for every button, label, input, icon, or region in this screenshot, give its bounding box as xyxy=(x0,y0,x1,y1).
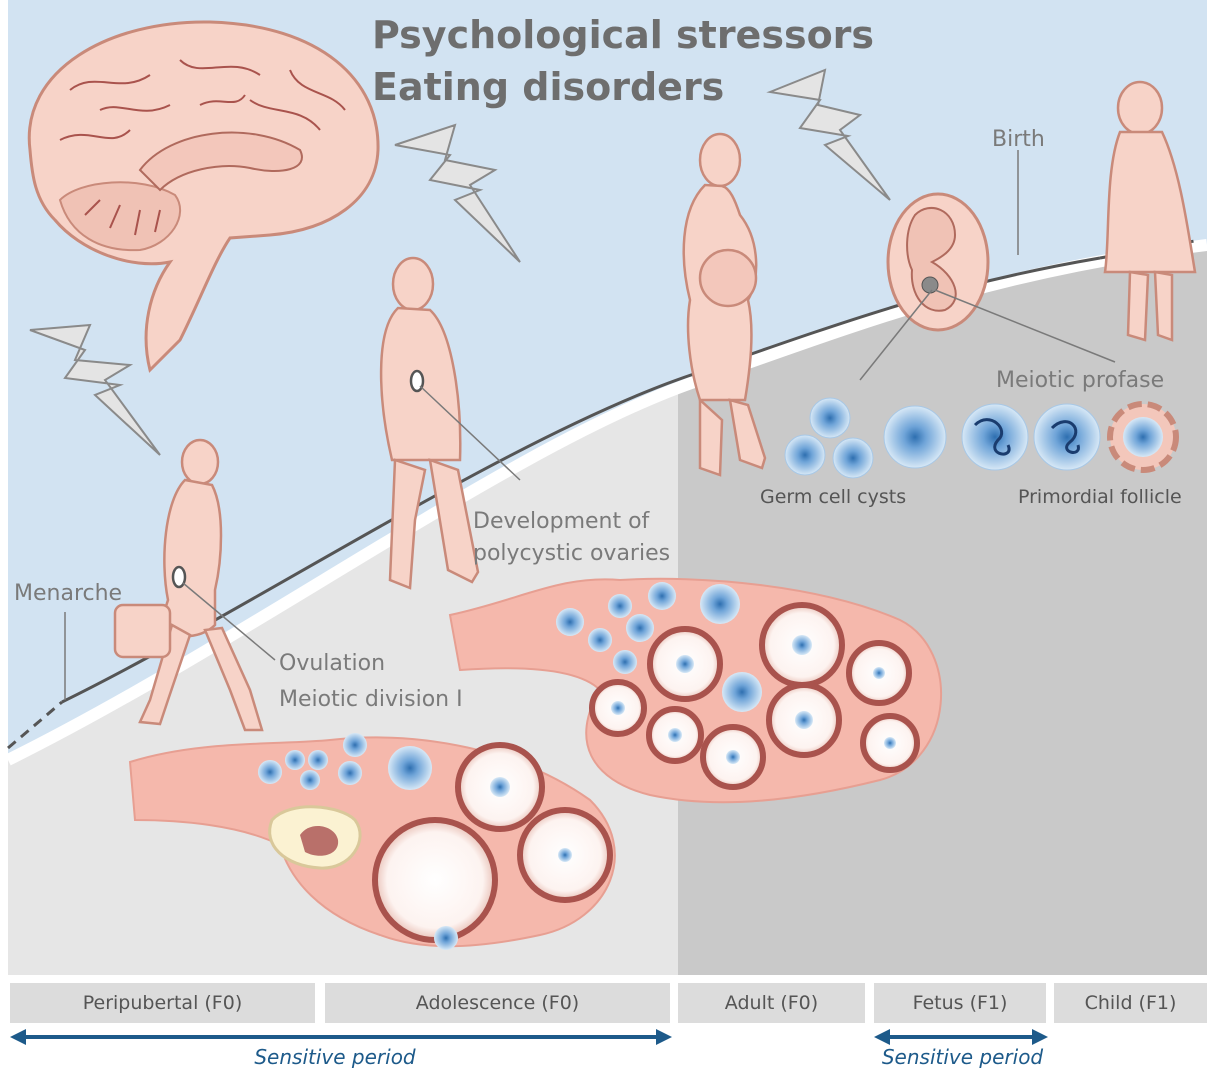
label-development-1: Development of xyxy=(473,509,651,534)
sensitive-period-arrow-left xyxy=(10,1029,672,1045)
primordial-follicle-cell xyxy=(1110,404,1176,470)
oocyte-stage-1 xyxy=(884,406,946,468)
label-birth: Birth xyxy=(992,127,1045,152)
timeline-peripubertal: Peripubertal (F0) xyxy=(10,983,315,1023)
sensitive-period-arrow-right xyxy=(874,1029,1048,1045)
timeline-adolescence: Adolescence (F0) xyxy=(325,983,670,1023)
timeline-fetus: Fetus (F1) xyxy=(874,983,1046,1023)
oocyte-stage-3 xyxy=(1034,404,1100,470)
sensitive-period-label-left: Sensitive period xyxy=(180,1045,490,1069)
fetus-illustration xyxy=(888,194,988,330)
timeline-adult: Adult (F0) xyxy=(678,983,865,1023)
label-primordial-follicle: Primordial follicle xyxy=(1018,486,1182,508)
label-meiotic-profase: Meiotic profase xyxy=(996,368,1164,393)
sensitive-period-label-right: Sensitive period xyxy=(870,1045,1055,1069)
timeline-child: Child (F1) xyxy=(1054,983,1207,1023)
oocyte-stage-2 xyxy=(962,404,1028,470)
label-meiotic-division: Meiotic division I xyxy=(279,687,463,712)
label-germ-cell-cysts: Germ cell cysts xyxy=(760,486,906,508)
label-menarche: Menarche xyxy=(14,581,122,606)
title-line1: Psychological stressors xyxy=(372,13,874,57)
label-development-2: polycystic ovaries xyxy=(473,541,670,566)
title-line2: Eating disorders xyxy=(372,65,724,109)
label-ovulation: Ovulation xyxy=(279,651,385,676)
